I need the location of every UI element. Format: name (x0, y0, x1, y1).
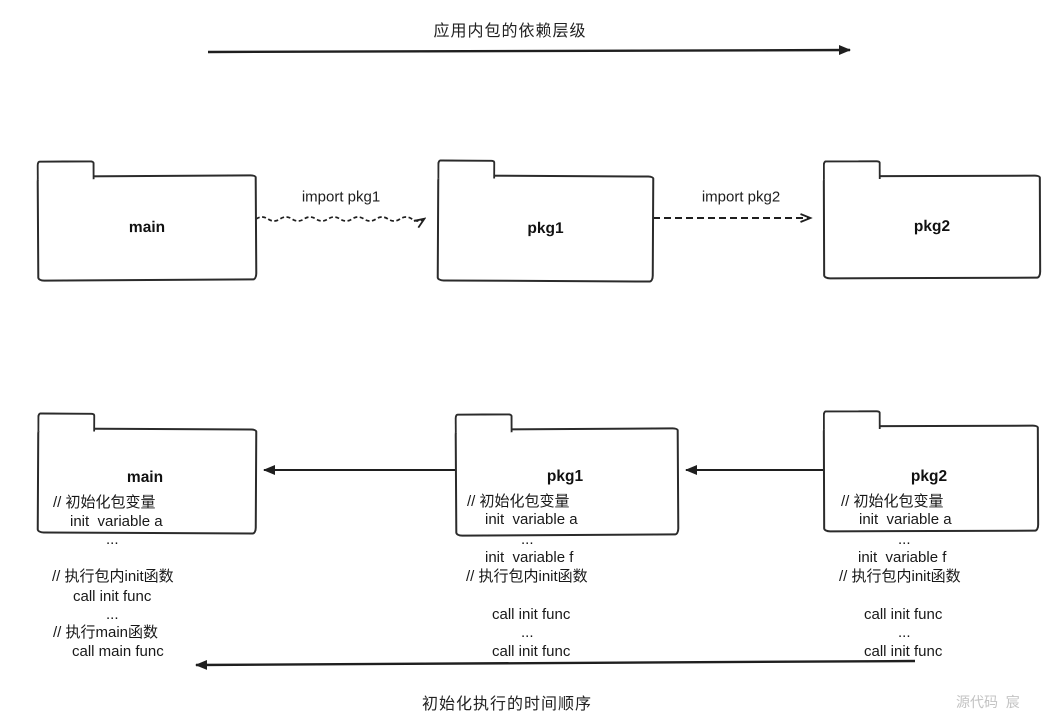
package-pkg1-top: pkg1 (436, 159, 655, 283)
folder-tab-icon (822, 410, 881, 430)
watermark: 源代码 宸 (956, 694, 1020, 710)
package-title: pkg1 (527, 219, 564, 237)
code-line: // 执行包内init函数 (52, 568, 174, 585)
import-pkg2-label: import pkg2 (701, 188, 781, 206)
code-line: call main func (72, 643, 164, 660)
code-line: call init func (864, 643, 943, 660)
code-line: ... (898, 624, 911, 641)
dependency-hierarchy-title: 应用内包的依赖层级 (433, 23, 587, 40)
code-line: ... (898, 531, 911, 548)
package-title: main (126, 469, 164, 486)
code-line: init variable a (859, 511, 952, 528)
code-line: // 执行main函数 (53, 624, 159, 641)
code-line: // 初始化包变量 (841, 493, 944, 510)
import-pkg1-label: import pkg1 (301, 188, 381, 206)
code-line: ... (521, 624, 534, 641)
init-order-arrow (195, 659, 916, 670)
import-pkg1-arrow (255, 216, 424, 221)
code-line: call init func (492, 606, 571, 623)
code-line: // 初始化包变量 (53, 494, 156, 511)
code-line: init variable f (485, 549, 574, 566)
package-title: main (128, 218, 166, 237)
dependency-direction-arrow (207, 45, 851, 56)
package-title: pkg1 (546, 468, 584, 485)
code-line: // 执行包内init函数 (466, 568, 588, 585)
code-line: ... (106, 531, 119, 548)
package-title: pkg2 (910, 468, 948, 485)
code-line: ... (106, 606, 119, 623)
folder-tab-icon (454, 413, 513, 433)
code-line: ... (521, 531, 534, 548)
package-main-top: main (36, 160, 258, 282)
code-line: init variable a (70, 513, 163, 530)
init-order-title: 初始化执行的时间顺序 (421, 696, 593, 713)
code-line: init variable f (858, 549, 947, 566)
folder-tab-icon (37, 412, 96, 432)
package-title: pkg2 (913, 217, 951, 236)
code-line: call init func (492, 643, 571, 660)
package-pkg2-top: pkg2 (822, 160, 1042, 280)
code-line: init variable a (485, 511, 578, 528)
code-line: call init func (864, 606, 943, 623)
code-line: // 初始化包变量 (467, 493, 570, 510)
code-line: call init func (73, 588, 152, 605)
code-line: // 执行包内init函数 (839, 568, 961, 585)
